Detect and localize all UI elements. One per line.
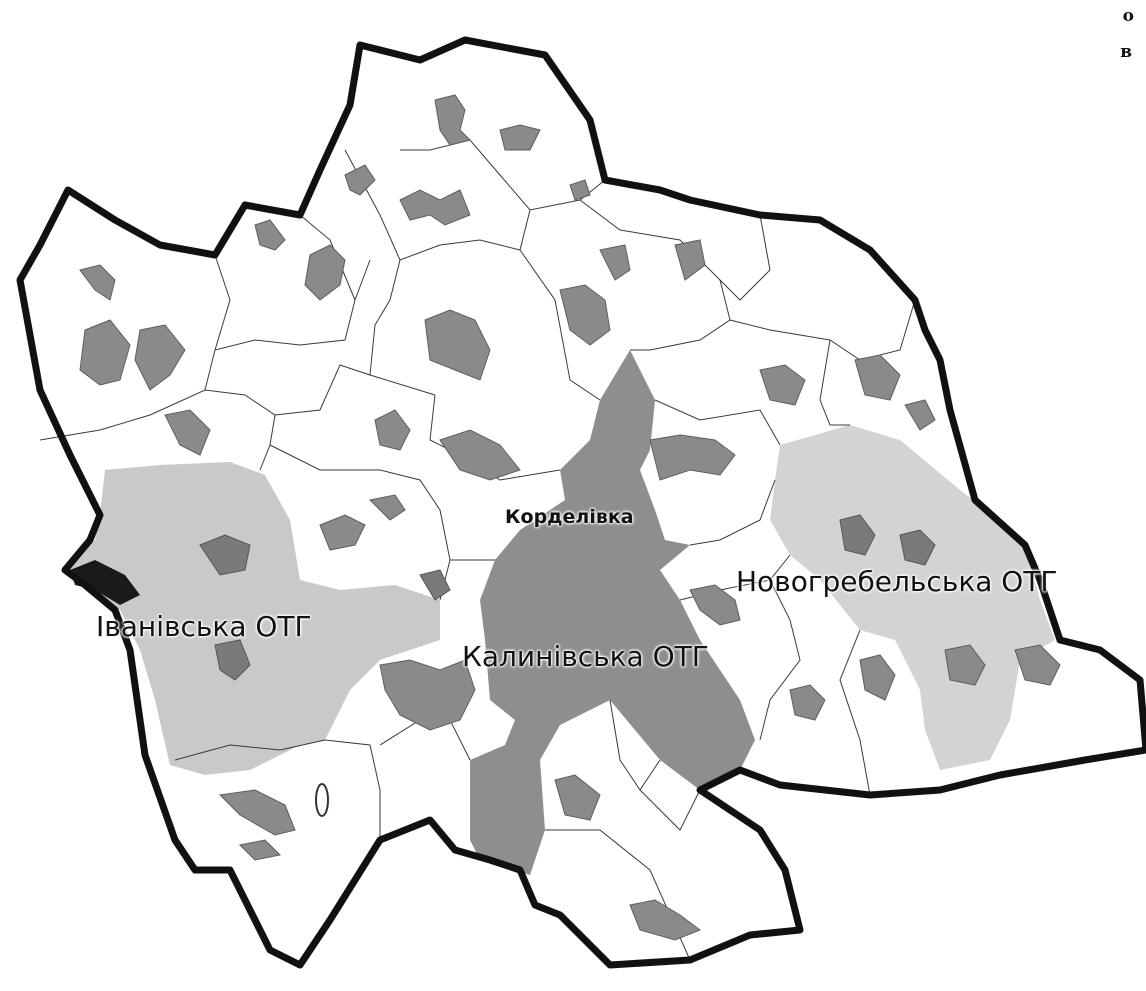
otg-area-kalynivska [470,350,755,875]
lake [70,560,140,605]
corner-text-line-1: о [1122,6,1134,26]
label-kalynivska-otg: Калинівська ОТГ [462,640,709,673]
label-novohrebelska-otg: Новогребельська ОТГ [736,565,1058,598]
otg-area-ivanivska [65,462,440,775]
label-kordelivka: Корделівка [505,506,634,528]
pond [315,783,329,817]
district-border [16,36,1146,969]
village-council-boundaries [39,139,916,961]
settlements [79,94,1061,941]
label-ivanivska-otg: Іванівська ОТГ [96,610,312,643]
corner-text-line-2: в [1120,42,1132,62]
